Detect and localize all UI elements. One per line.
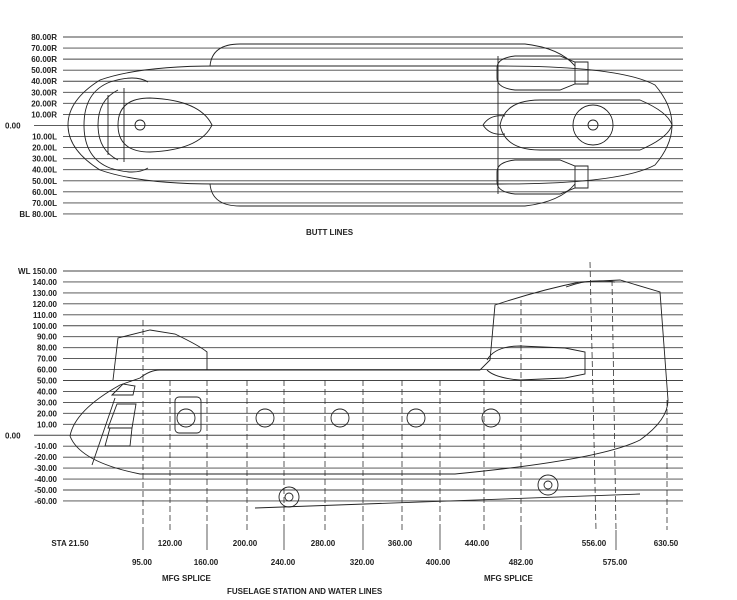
station-label: 280.00 — [311, 539, 336, 548]
station-label: 200.00 — [233, 539, 258, 548]
top-view-airframe — [67, 43, 673, 207]
water-line-label: 80.00 — [37, 344, 58, 353]
station-label: 240.00 — [271, 558, 296, 567]
station-label: 95.00 — [132, 558, 153, 567]
water-line-label: 100.00 — [33, 322, 58, 331]
water-line-label: 70.00 — [37, 355, 58, 364]
butt-line-label: 20.00R — [31, 99, 57, 108]
station-label: 575.00 — [603, 558, 628, 567]
station-label: 630.50 — [654, 539, 679, 548]
mfg-splice-label-aft: MFG SPLICE — [484, 574, 534, 583]
cabin-door — [174, 396, 202, 434]
butt-line-label: 80.00R — [31, 33, 57, 42]
forward-pylon — [112, 329, 208, 381]
water-line-label: 40.00 — [37, 387, 58, 396]
station-ticks — [142, 530, 617, 550]
engine-top-fairing — [565, 280, 616, 288]
butt-line-label: BL 80.00L — [19, 210, 57, 219]
water-line-label: 140.00 — [33, 278, 58, 287]
mfg-splice-label-forward: MFG SPLICE — [162, 574, 212, 583]
butt-line-labels: 80.00R 70.00R 60.00R 50.00R 40.00R 30.00R 20.0… — [5, 33, 57, 219]
water-line-label: 0.00 — [5, 431, 21, 440]
water-line-label: 20.00 — [37, 409, 58, 418]
water-line-label: 130.00 — [33, 289, 58, 298]
aft-engine-nacelle — [486, 345, 586, 381]
station-label: 556.00 — [582, 539, 607, 548]
butt-line-label: 40.00L — [32, 166, 57, 175]
pylon-plan-outline — [209, 43, 576, 207]
butt-line-label: 30.00R — [31, 88, 57, 97]
water-line-label: 30.00 — [37, 398, 58, 407]
aft-pylon — [479, 279, 669, 401]
water-line-labels: WL 150.00 140.00 130.00 120.00 110.00 100.00 9… — [5, 267, 58, 506]
cabin-window — [255, 408, 275, 428]
butt-line-label: 70.00R — [31, 44, 57, 53]
water-line-label: 50.00 — [37, 377, 58, 386]
water-line-label: -20.00 — [34, 453, 57, 462]
water-line-label: -50.00 — [34, 486, 57, 495]
water-line-label: -10.00 — [34, 442, 57, 451]
fuselage-side-outline — [69, 369, 669, 475]
aft-rotor-hub-ring — [572, 104, 614, 146]
cabin-window — [330, 408, 350, 428]
water-line-label: 110.00 — [33, 311, 58, 320]
water-line-label: 10.00 — [37, 420, 58, 429]
ground-line — [254, 493, 641, 509]
station-label: 120.00 — [158, 539, 183, 548]
forward-wheel-hub — [284, 492, 294, 502]
butt-line-label: 30.00L — [32, 155, 57, 164]
forward-rotor-hub-fairing — [117, 97, 213, 153]
forward-rotor-hub-icon — [134, 119, 146, 131]
butt-line-label: 0.00 — [5, 121, 21, 130]
butt-line-label: 40.00R — [31, 77, 57, 86]
station-label: 320.00 — [350, 558, 375, 567]
fuselage-stations-title: FUSELAGE STATION AND WATER LINES — [227, 587, 383, 596]
butt-lines-title: BUTT LINES — [306, 228, 354, 237]
station-label: 160.00 — [194, 558, 219, 567]
butt-line-label: 60.00L — [32, 188, 57, 197]
right-engine-nacelle — [496, 159, 589, 195]
butt-line-label: 60.00R — [31, 55, 57, 64]
butt-line-label: 50.00L — [32, 177, 57, 186]
cabin-window — [406, 408, 426, 428]
water-line-label: WL 150.00 — [18, 267, 58, 276]
cabin-window — [481, 408, 501, 428]
aft-wheel — [537, 474, 559, 496]
station-lines — [142, 261, 668, 531]
butt-line-label: 50.00R — [31, 66, 57, 75]
station-label: 482.00 — [509, 558, 534, 567]
butt-line-label: 10.00R — [31, 110, 57, 119]
butt-line-grid — [34, 36, 683, 215]
water-line-label: -40.00 — [34, 475, 57, 484]
butt-line-label: 10.00L — [32, 133, 57, 142]
water-line-label: 60.00 — [37, 366, 58, 375]
station-label: 360.00 — [388, 539, 413, 548]
butt-line-label: 20.00L — [32, 144, 57, 153]
nose-structure — [83, 77, 149, 173]
water-line-grid — [34, 270, 683, 502]
station-label: 400.00 — [426, 558, 451, 567]
aft-rotor-hub-icon — [587, 119, 599, 131]
cabin-window — [176, 408, 196, 428]
water-line-label: 90.00 — [37, 333, 58, 342]
side-view-airframe — [69, 279, 669, 509]
left-engine-nacelle — [496, 55, 589, 91]
station-label: 440.00 — [465, 539, 490, 548]
aft-wheel-hub — [543, 480, 553, 490]
water-line-label: -60.00 — [34, 497, 57, 506]
station-label: STA 21.50 — [51, 539, 89, 548]
water-line-label: 120.00 — [33, 300, 58, 309]
cockpit-windows — [91, 383, 137, 466]
station-labels: STA 21.50 120.00 200.00 280.00 360.00 440.00 5… — [51, 539, 678, 567]
butt-line-label: 70.00L — [32, 199, 57, 208]
water-line-label: -30.00 — [34, 464, 57, 473]
aft-rotor-hub-fairing — [482, 99, 673, 151]
